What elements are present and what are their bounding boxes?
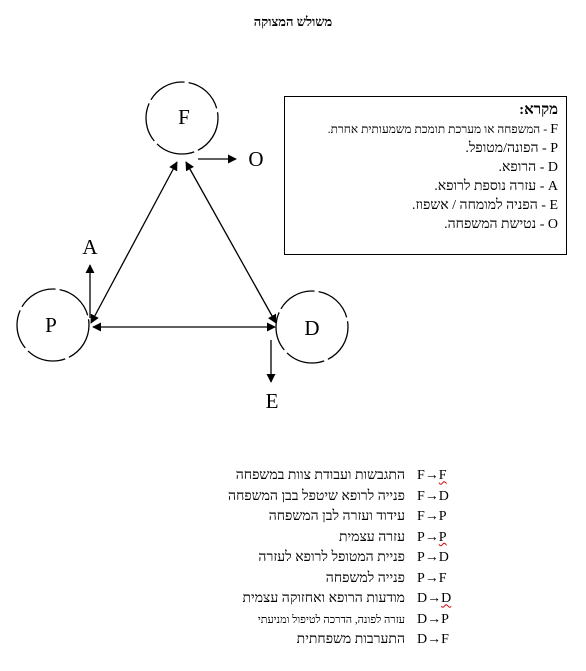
relation-from: P	[417, 570, 425, 586]
legend-item-e: E - הפניה למומחה / אשפוז.	[412, 198, 558, 213]
relations-list: התגבשות ועבודת צוות במשפחה F→F פנייה לרו…	[200, 466, 470, 651]
legend-text: נטישת המשפחה.	[444, 217, 537, 232]
legend-item-f: F - המשפחה או מערכת תומכת משמעותית אחרת.	[327, 122, 558, 137]
legend-item-p: P - הפונה/מטופל.	[465, 141, 558, 156]
relation-to: P	[438, 529, 447, 545]
legend-text: הפניה למומחה / אשפוז.	[412, 198, 538, 213]
relation-description: פנייה לרופא שיטפל בבן המשפחה	[228, 488, 405, 504]
relation-description: מודעות הרופא ואחזוקה עצמית	[242, 591, 405, 607]
edge-f-p	[90, 161, 178, 324]
relation-description: עידוד ועזרה לבן המשפחה	[268, 509, 405, 525]
legend-item-a: A - עזרה נוספת לרופא.	[434, 179, 558, 194]
relation-row: פניית המטופל לרופא לעזרה P→D	[200, 548, 470, 569]
relation-code: F→D	[417, 488, 449, 504]
relation-code: F→P	[417, 509, 447, 525]
legend-text: עזרה נוספת לרופא.	[434, 179, 537, 194]
relation-description: התערבות משפחתית	[296, 632, 405, 648]
relation-row: עזרה עצמית P→P	[200, 528, 470, 549]
relation-from: D	[417, 611, 428, 627]
relation-code: P→F	[417, 570, 447, 586]
relation-from: P	[417, 529, 425, 545]
relation-description: התגבשות ועבודת צוות במשפחה	[235, 468, 405, 484]
legend-title: מקרא:	[519, 102, 558, 118]
relation-code: F→F	[417, 468, 447, 484]
legend-code: A	[547, 179, 558, 194]
legend-text: הפונה/מטופל.	[465, 141, 539, 156]
legend-code: O	[547, 217, 558, 232]
node-f-label: F	[178, 105, 190, 129]
legend-text: המשפחה או מערכת תומכת משמעותית אחרת.	[327, 122, 541, 136]
edge-f-d	[185, 161, 277, 324]
legend-code: D	[547, 160, 558, 175]
relation-to: D	[438, 550, 449, 566]
node-p-label: P	[45, 313, 57, 337]
legend-text: הרופא.	[498, 160, 537, 175]
relation-to: F	[441, 632, 449, 648]
node-f-circle	[145, 81, 219, 155]
relation-from: F	[417, 468, 425, 484]
relation-to: P	[441, 611, 449, 627]
relation-row: מודעות הרופא ואחזוקה עצמית D→D	[200, 589, 470, 610]
relation-row: פנייה לרופא שיטפל בבן המשפחה F→D	[200, 487, 470, 508]
output-a-label: A	[82, 235, 98, 259]
legend-item-o: O - נטישת המשפחה.	[444, 217, 558, 232]
relation-to: D	[438, 488, 449, 504]
legend-code: F	[550, 122, 558, 137]
legend-code: P	[550, 141, 558, 156]
output-o-label: O	[248, 147, 263, 171]
output-e-label: E	[266, 389, 279, 413]
relation-code: P→P	[417, 529, 447, 545]
relation-description: עזרה לפונה, הדרכה לטיפול ומניעתי	[257, 613, 405, 626]
node-d-circle	[275, 290, 349, 364]
relation-code: P→D	[417, 550, 449, 566]
relation-code: D→P	[417, 611, 449, 627]
node-p-circle	[16, 288, 90, 362]
relation-row: פנייה למשפחה P→F	[200, 569, 470, 590]
relation-description: פנייה למשפחה	[325, 570, 405, 586]
relation-code: D→F	[417, 632, 449, 648]
distress-triangle-diagram: F P D O A E	[16, 81, 349, 413]
relation-from: D	[417, 591, 428, 607]
relation-to: F	[438, 468, 447, 484]
legend-box: מקרא: F - המשפחה או מערכת תומכת משמעותית…	[284, 96, 567, 255]
relation-from: P	[417, 550, 425, 566]
node-d-label: D	[304, 316, 319, 340]
page-title: משולש המצוקה	[253, 14, 333, 29]
relation-description: פניית המטופל לרופא לעזרה	[258, 550, 405, 566]
relation-row: עזרה לפונה, הדרכה לטיפול ומניעתי D→P	[200, 610, 470, 631]
relation-description: עזרה עצמית	[338, 529, 405, 545]
relation-code: D→D	[417, 591, 452, 607]
relation-row: עידוד ועזרה לבן המשפחה F→P	[200, 507, 470, 528]
relation-row: התערבות משפחתית D→F	[200, 630, 470, 651]
relation-row: התגבשות ועבודת צוות במשפחה F→F	[200, 466, 470, 487]
relation-to: F	[438, 570, 447, 586]
relation-to: P	[438, 509, 447, 525]
legend-item-d: D - הרופא.	[498, 160, 558, 175]
relation-to: D	[441, 591, 452, 607]
relation-from: F	[417, 509, 425, 525]
relation-from: F	[417, 488, 425, 504]
legend-code: E	[549, 198, 558, 213]
relation-from: D	[417, 632, 428, 648]
